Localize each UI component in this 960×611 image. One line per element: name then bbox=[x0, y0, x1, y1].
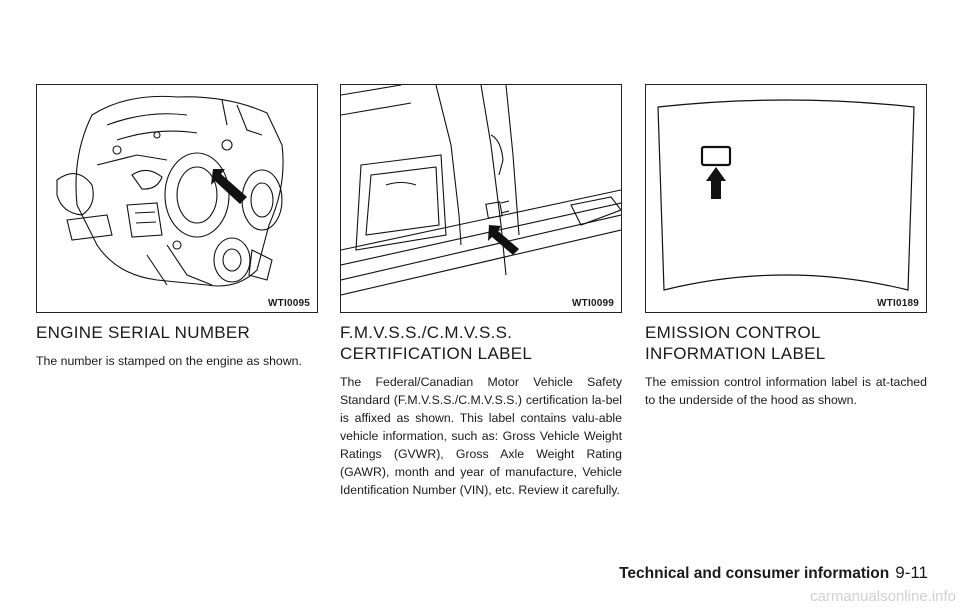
section-body: The Federal/Canadian Motor Vehicle Safet… bbox=[340, 375, 622, 497]
section-title-line: CERTIFICATION LABEL bbox=[340, 344, 533, 363]
watermark: carmanualsonline.info bbox=[810, 588, 956, 605]
arrow-up-icon bbox=[706, 167, 726, 199]
column-emission-label: WTI0189 EMISSION CONTROL INFORMATION LABE… bbox=[645, 84, 927, 409]
door-jamb-illustration bbox=[341, 85, 621, 296]
figure-hood: WTI0189 bbox=[645, 84, 927, 313]
figure-code: WTI0189 bbox=[876, 298, 920, 309]
section-body: The emission control information label i… bbox=[645, 375, 927, 407]
section-title: ENGINE SERIAL NUMBER bbox=[36, 323, 251, 342]
figure-code: WTI0099 bbox=[571, 298, 615, 309]
figure-engine: WTI0095 bbox=[36, 84, 318, 313]
page-footer: Technical and consumer information 9-11 bbox=[619, 563, 928, 583]
page-number: 9-11 bbox=[895, 563, 928, 582]
section-title-line: EMISSION CONTROL bbox=[645, 323, 821, 342]
section-body: The number is stamped on the engine as s… bbox=[36, 354, 302, 368]
arrow-up-left-icon bbox=[211, 169, 247, 204]
arrow-up-left-icon bbox=[488, 225, 519, 255]
section-title-line: INFORMATION LABEL bbox=[645, 344, 826, 363]
hood-illustration bbox=[657, 99, 915, 291]
engine-illustration bbox=[56, 95, 284, 287]
column-certification-label: WTI0099 F.M.V.S.S./C.M.V.S.S. CERTIFICATI… bbox=[340, 84, 622, 499]
footer-section-title: Technical and consumer information bbox=[619, 565, 890, 582]
figure-door-jamb: WTI0099 bbox=[340, 84, 622, 313]
section-title: F.M.V.S.S./C.M.V.S.S. CERTIFICATION LABEL bbox=[340, 322, 622, 364]
section-title-line: F.M.V.S.S./C.M.V.S.S. bbox=[340, 323, 513, 342]
figure-code: WTI0095 bbox=[267, 298, 311, 309]
column-engine-serial: WTI0095 ENGINE SERIAL NUMBER The number … bbox=[36, 84, 318, 370]
section-title: EMISSION CONTROL INFORMATION LABEL bbox=[645, 322, 927, 364]
